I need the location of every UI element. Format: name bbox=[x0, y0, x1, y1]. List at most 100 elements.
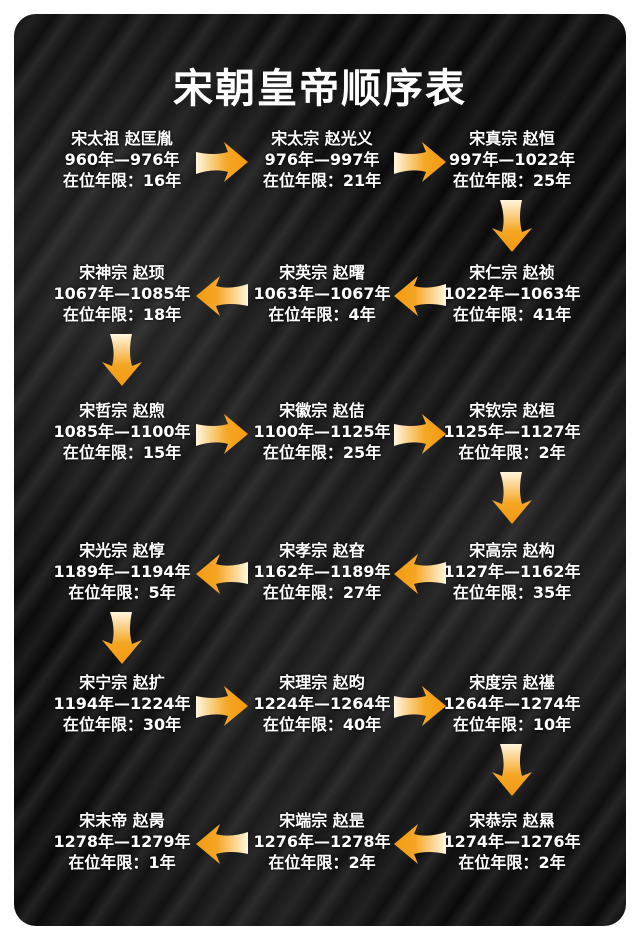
reign-years: 41年 bbox=[532, 305, 572, 324]
reign-label: 在位年限： bbox=[458, 853, 539, 872]
reign-period: 1278年—1279年 bbox=[53, 832, 191, 851]
reign-length: 在位年限：35年 bbox=[417, 582, 607, 603]
reign-length: 在位年限：18年 bbox=[27, 304, 217, 325]
reign-label: 在位年限： bbox=[62, 443, 143, 462]
reign-period: 960年—976年 bbox=[64, 150, 180, 169]
reign-label: 在位年限： bbox=[68, 583, 149, 602]
emperor-name: 宋恭宗 赵㬎 bbox=[469, 811, 555, 830]
arrow-down-icon bbox=[102, 612, 142, 664]
reign-years: 10年 bbox=[532, 715, 572, 734]
emperor-name: 宋太祖 赵匡胤 bbox=[71, 129, 173, 148]
reign-period: 1224年—1264年 bbox=[253, 694, 391, 713]
reign-length: 在位年限：21年 bbox=[227, 170, 417, 191]
arrow-right-icon bbox=[196, 142, 248, 182]
emperor-node: 宋末帝 赵昺 1278年—1279年在位年限：1年 bbox=[27, 810, 217, 873]
reign-period: 997年—1022年 bbox=[449, 150, 575, 169]
emperor-name: 宋度宗 赵禥 bbox=[469, 673, 555, 692]
reign-length: 在位年限：10年 bbox=[417, 714, 607, 735]
reign-years: 25年 bbox=[532, 171, 572, 190]
arrow-right-icon bbox=[394, 142, 446, 182]
reign-period: 1067年—1085年 bbox=[53, 284, 191, 303]
reign-years: 30年 bbox=[142, 715, 182, 734]
arrow-left-icon bbox=[394, 554, 446, 594]
arrow-left-icon bbox=[196, 554, 248, 594]
reign-years: 1年 bbox=[148, 853, 176, 872]
reign-label: 在位年限： bbox=[452, 583, 533, 602]
arrow-right-icon bbox=[196, 686, 248, 726]
reign-years: 40年 bbox=[342, 715, 382, 734]
reign-years: 2年 bbox=[538, 853, 566, 872]
arrow-right-icon bbox=[394, 414, 446, 454]
reign-label: 在位年限： bbox=[62, 715, 143, 734]
emperor-name: 宋孝宗 赵昚 bbox=[279, 541, 365, 560]
reign-period: 1189年—1194年 bbox=[53, 562, 191, 581]
arrow-left-icon bbox=[394, 824, 446, 864]
reign-label: 在位年限： bbox=[268, 853, 349, 872]
emperor-name: 宋理宗 赵昀 bbox=[279, 673, 365, 692]
arrow-right-icon bbox=[394, 686, 446, 726]
arrow-left-icon bbox=[394, 276, 446, 316]
reign-label: 在位年限： bbox=[262, 171, 343, 190]
reign-label: 在位年限： bbox=[62, 305, 143, 324]
reign-period: 1022年—1063年 bbox=[443, 284, 581, 303]
reign-length: 在位年限：40年 bbox=[227, 714, 417, 735]
emperor-name: 宋末帝 赵昺 bbox=[79, 811, 165, 830]
emperor-node: 宋太祖 赵匡胤 960年—976年在位年限：16年 bbox=[27, 128, 217, 191]
emperor-name: 宋钦宗 赵桓 bbox=[469, 401, 555, 420]
reign-years: 5年 bbox=[148, 583, 176, 602]
reign-period: 1127年—1162年 bbox=[443, 562, 581, 581]
reign-length: 在位年限：2年 bbox=[227, 852, 417, 873]
emperor-name: 宋神宗 赵顼 bbox=[79, 263, 165, 282]
reign-years: 25年 bbox=[342, 443, 382, 462]
emperor-name: 宋光宗 赵惇 bbox=[79, 541, 165, 560]
reign-label: 在位年限： bbox=[452, 715, 533, 734]
reign-years: 16年 bbox=[142, 171, 182, 190]
reign-length: 在位年限：27年 bbox=[227, 582, 417, 603]
arrow-down-icon bbox=[102, 334, 142, 386]
emperor-name: 宋宁宗 赵扩 bbox=[79, 673, 165, 692]
reign-period: 1264年—1274年 bbox=[443, 694, 581, 713]
reign-length: 在位年限：16年 bbox=[27, 170, 217, 191]
reign-length: 在位年限：25年 bbox=[227, 442, 417, 463]
reign-label: 在位年限： bbox=[268, 305, 349, 324]
emperor-node: 宋神宗 赵顼 1067年—1085年在位年限：18年 bbox=[27, 262, 217, 325]
emperor-name: 宋太宗 赵光义 bbox=[271, 129, 373, 148]
emperor-name: 宋真宗 赵恒 bbox=[469, 129, 555, 148]
reign-years: 27年 bbox=[342, 583, 382, 602]
reign-period: 1162年—1189年 bbox=[253, 562, 391, 581]
reign-period: 1125年—1127年 bbox=[443, 422, 581, 441]
reign-years: 2年 bbox=[538, 443, 566, 462]
reign-label: 在位年限： bbox=[262, 715, 343, 734]
arrow-down-icon bbox=[492, 472, 532, 524]
arrow-down-icon bbox=[492, 744, 532, 796]
arrow-down-icon bbox=[492, 200, 532, 252]
reign-length: 在位年限：41年 bbox=[417, 304, 607, 325]
reign-years: 2年 bbox=[348, 853, 376, 872]
reign-length: 在位年限：2年 bbox=[417, 442, 607, 463]
emperor-name: 宋哲宗 赵煦 bbox=[79, 401, 165, 420]
reign-length: 在位年限：15年 bbox=[27, 442, 217, 463]
reign-label: 在位年限： bbox=[68, 853, 149, 872]
reign-label: 在位年限： bbox=[62, 171, 143, 190]
arrow-right-icon bbox=[196, 414, 248, 454]
reign-label: 在位年限： bbox=[458, 443, 539, 462]
page-title: 宋朝皇帝顺序表 bbox=[173, 66, 467, 112]
reign-years: 35年 bbox=[532, 583, 572, 602]
reign-years: 4年 bbox=[348, 305, 376, 324]
reign-period: 1100年—1125年 bbox=[253, 422, 391, 441]
reign-label: 在位年限： bbox=[452, 305, 533, 324]
reign-years: 21年 bbox=[342, 171, 382, 190]
emperor-name: 宋英宗 赵曙 bbox=[279, 263, 365, 282]
reign-period: 1063年—1067年 bbox=[253, 284, 391, 303]
arrow-left-icon bbox=[196, 824, 248, 864]
reign-length: 在位年限：4年 bbox=[227, 304, 417, 325]
